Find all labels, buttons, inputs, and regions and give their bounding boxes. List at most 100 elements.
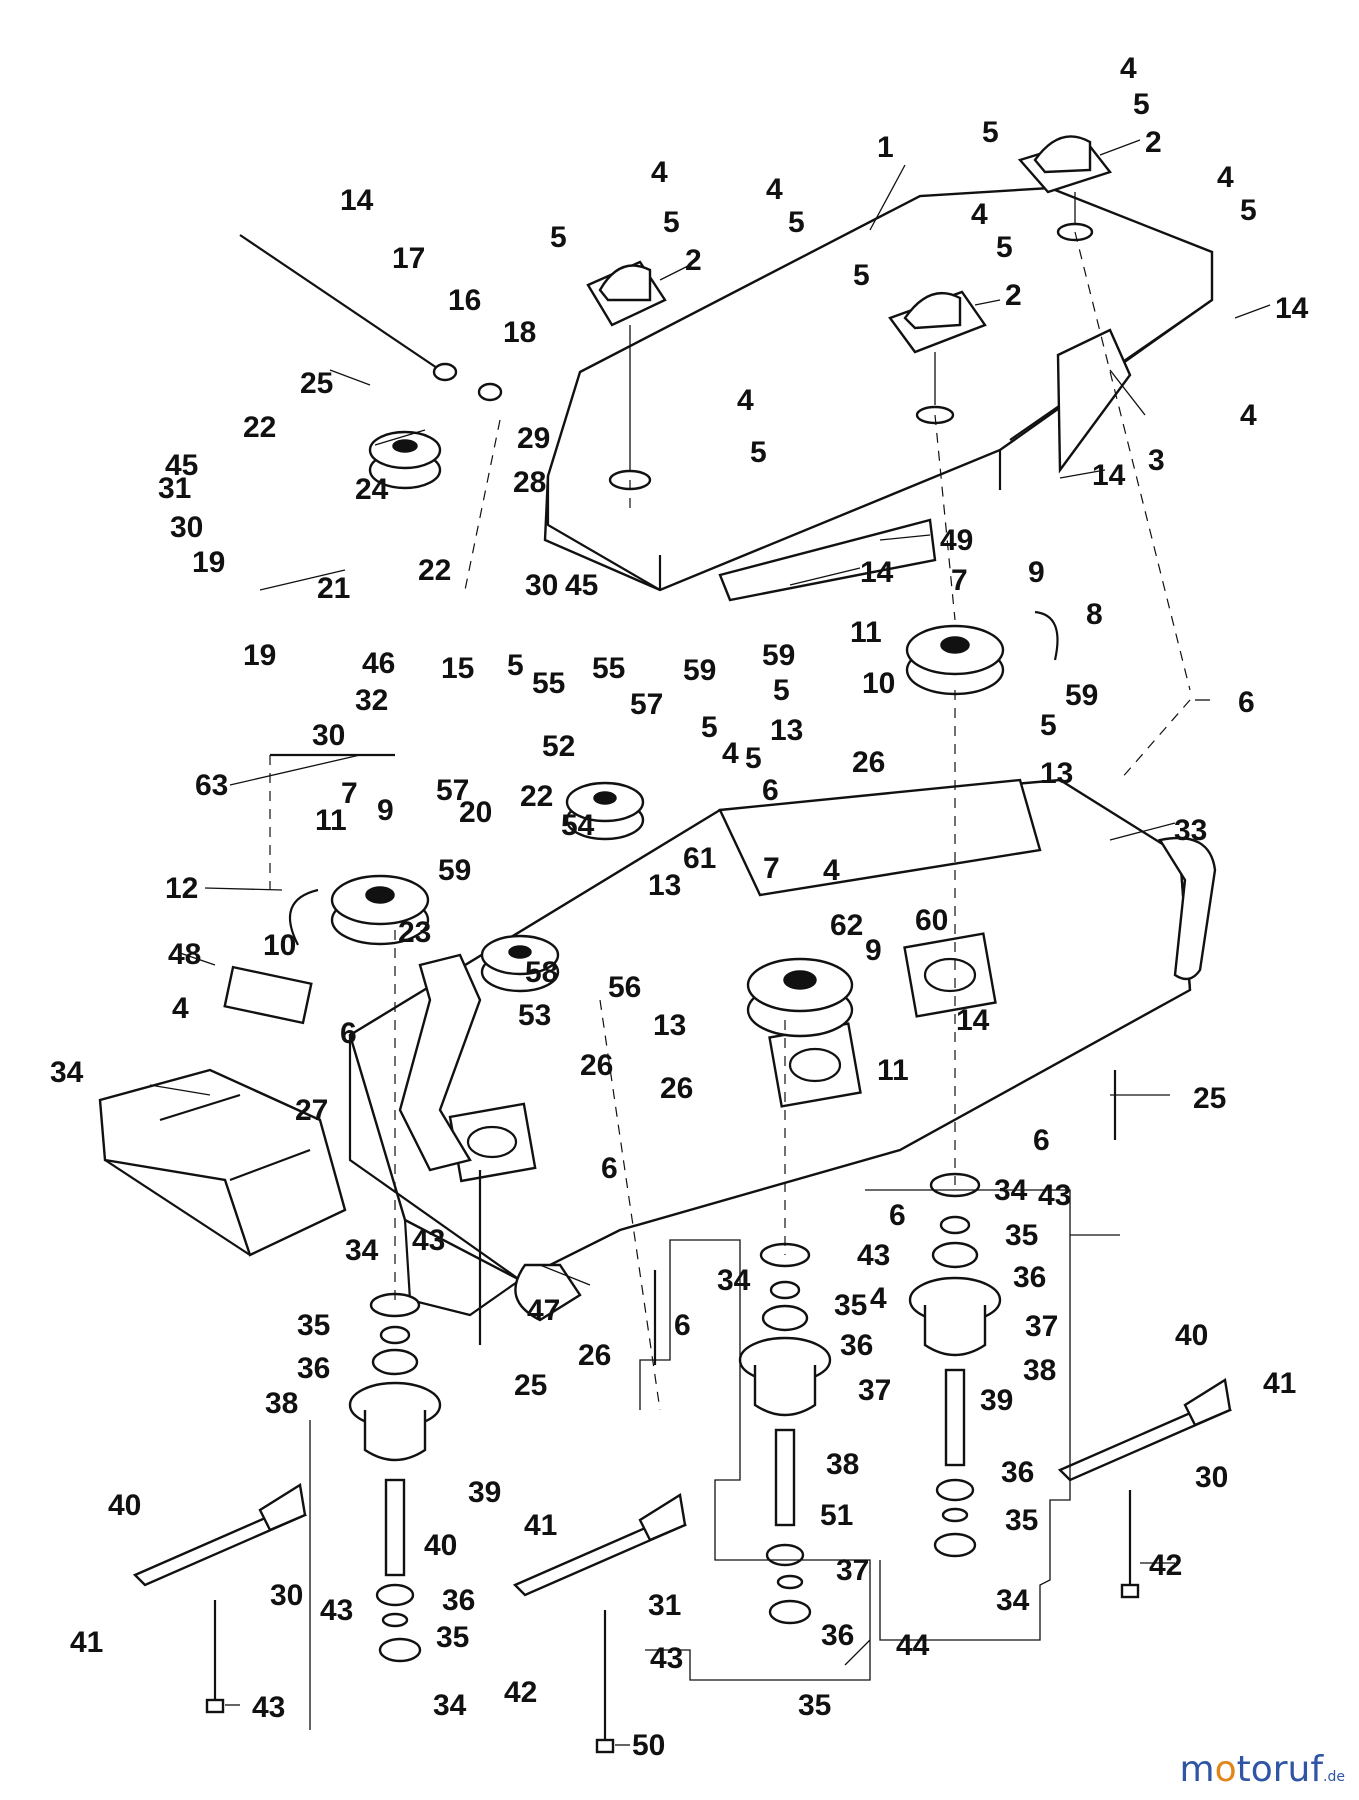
label-11: 11 bbox=[850, 616, 882, 649]
spindle-left bbox=[348, 1292, 442, 1663]
label-6: 6 bbox=[1238, 686, 1255, 719]
label-10: 10 bbox=[263, 929, 296, 962]
label-34: 34 bbox=[994, 1174, 1028, 1207]
label-9: 9 bbox=[377, 794, 394, 827]
label-26: 26 bbox=[580, 1049, 613, 1082]
label-36: 36 bbox=[1001, 1456, 1034, 1489]
label-33: 34 bbox=[50, 1056, 84, 1089]
label-6: 6 bbox=[762, 774, 779, 807]
label-32: 33 bbox=[1174, 814, 1207, 847]
belt-guide-right bbox=[1034, 610, 1059, 661]
label-30: 30 bbox=[170, 511, 203, 544]
label-26: 26 bbox=[852, 746, 885, 779]
label-15: 16 bbox=[448, 284, 481, 317]
label-2: 2 bbox=[685, 244, 702, 277]
deck-bolts bbox=[478, 1070, 1117, 1365]
label-40: 40 bbox=[108, 1489, 141, 1522]
label-4: 4 bbox=[1120, 52, 1137, 85]
label-26: 26 bbox=[660, 1072, 693, 1105]
watermark-text-o: o bbox=[1214, 1749, 1237, 1790]
label-6: 6 bbox=[340, 1017, 357, 1050]
tension-rod bbox=[239, 234, 503, 757]
label-47: 48 bbox=[168, 938, 201, 971]
label-42: 42 bbox=[1149, 1549, 1182, 1582]
label-52: 53 bbox=[518, 999, 551, 1032]
label-5: 5 bbox=[788, 206, 805, 239]
label-30: 30 bbox=[1195, 1461, 1228, 1494]
deck-cover bbox=[543, 186, 1214, 602]
label-25: 26 bbox=[578, 1339, 611, 1372]
pulley-upper-right bbox=[905, 624, 1005, 696]
pulley-center-left bbox=[480, 934, 560, 993]
label-26: 27 bbox=[295, 1094, 328, 1127]
label-38: 39 bbox=[468, 1476, 501, 1509]
label-5: 5 bbox=[701, 711, 718, 744]
label-43: 43 bbox=[412, 1224, 445, 1257]
blade-bolt-center bbox=[595, 1610, 615, 1754]
watermark-text-b: toruf bbox=[1236, 1749, 1324, 1790]
leader-lines bbox=[149, 139, 1271, 1746]
label-48: 49 bbox=[940, 524, 973, 557]
label-11: 11 bbox=[315, 804, 347, 837]
label-4: 4 bbox=[1217, 161, 1234, 194]
blade-bolt-right bbox=[1120, 1490, 1140, 1599]
label-25: 25 bbox=[1193, 1082, 1226, 1115]
label-2: 2 bbox=[1005, 279, 1022, 312]
label-5: 5 bbox=[996, 231, 1013, 264]
label-4: 4 bbox=[651, 156, 668, 189]
label-4: 4 bbox=[737, 384, 754, 417]
decal-47 bbox=[223, 965, 313, 1025]
label-25: 25 bbox=[514, 1369, 547, 1402]
label-13: 13 bbox=[1040, 757, 1073, 790]
label-13: 13 bbox=[653, 1009, 686, 1042]
label-37: 38 bbox=[265, 1387, 298, 1420]
label-24: 25 bbox=[300, 367, 333, 400]
label-21: 22 bbox=[418, 554, 451, 587]
label-42: 43 bbox=[252, 1691, 285, 1724]
label-5: 5 bbox=[745, 742, 762, 775]
label-59: 60 bbox=[915, 904, 948, 937]
label-5: 5 bbox=[750, 436, 767, 469]
label-14: 14 bbox=[340, 184, 374, 217]
label-36: 36 bbox=[1013, 1261, 1046, 1294]
label-30: 30 bbox=[270, 1579, 303, 1612]
pulley-upper-left bbox=[368, 430, 442, 490]
watermark-suffix: .de bbox=[1323, 1769, 1345, 1785]
label-43: 43 bbox=[320, 1594, 353, 1627]
deck-mount-left bbox=[586, 260, 667, 491]
label-37: 37 bbox=[1025, 1310, 1058, 1343]
label-49: 50 bbox=[632, 1729, 665, 1762]
label-37: 37 bbox=[858, 1374, 891, 1407]
label-4: 4 bbox=[1240, 399, 1257, 432]
label-61: 63 bbox=[195, 769, 228, 802]
label-51: 52 bbox=[542, 730, 575, 763]
label-43: 43 bbox=[857, 1239, 890, 1272]
label-5: 5 bbox=[773, 674, 790, 707]
label-59: 59 bbox=[762, 639, 795, 672]
label-6: 6 bbox=[1033, 1124, 1050, 1157]
deck-mount-center bbox=[888, 290, 987, 425]
blade-left bbox=[132, 1483, 308, 1587]
assembly-outlines bbox=[309, 1189, 1071, 1730]
blade-right bbox=[1057, 1378, 1233, 1482]
label-39: 39 bbox=[980, 1384, 1013, 1417]
label-7: 7 bbox=[951, 564, 968, 597]
label-34: 34 bbox=[717, 1264, 751, 1297]
label-56: 57 bbox=[630, 688, 663, 721]
label-40: 41 bbox=[524, 1509, 557, 1542]
pulley-center bbox=[746, 957, 854, 1038]
label-57: 57 bbox=[436, 774, 469, 807]
label-5: 5 bbox=[853, 259, 870, 292]
label-14: 15 bbox=[441, 652, 474, 685]
label-43: 43 bbox=[650, 1642, 683, 1675]
label-22: 22 bbox=[520, 780, 553, 813]
label-7: 7 bbox=[763, 852, 780, 885]
watermark-logo: motoruf.de bbox=[1180, 1749, 1346, 1790]
label-40: 40 bbox=[1175, 1319, 1208, 1352]
label-5: 5 bbox=[1240, 194, 1257, 227]
label-23: 24 bbox=[355, 473, 389, 506]
label-54: 55 bbox=[592, 652, 625, 685]
belt-guide-left bbox=[289, 888, 319, 946]
label-55: 56 bbox=[608, 971, 641, 1004]
